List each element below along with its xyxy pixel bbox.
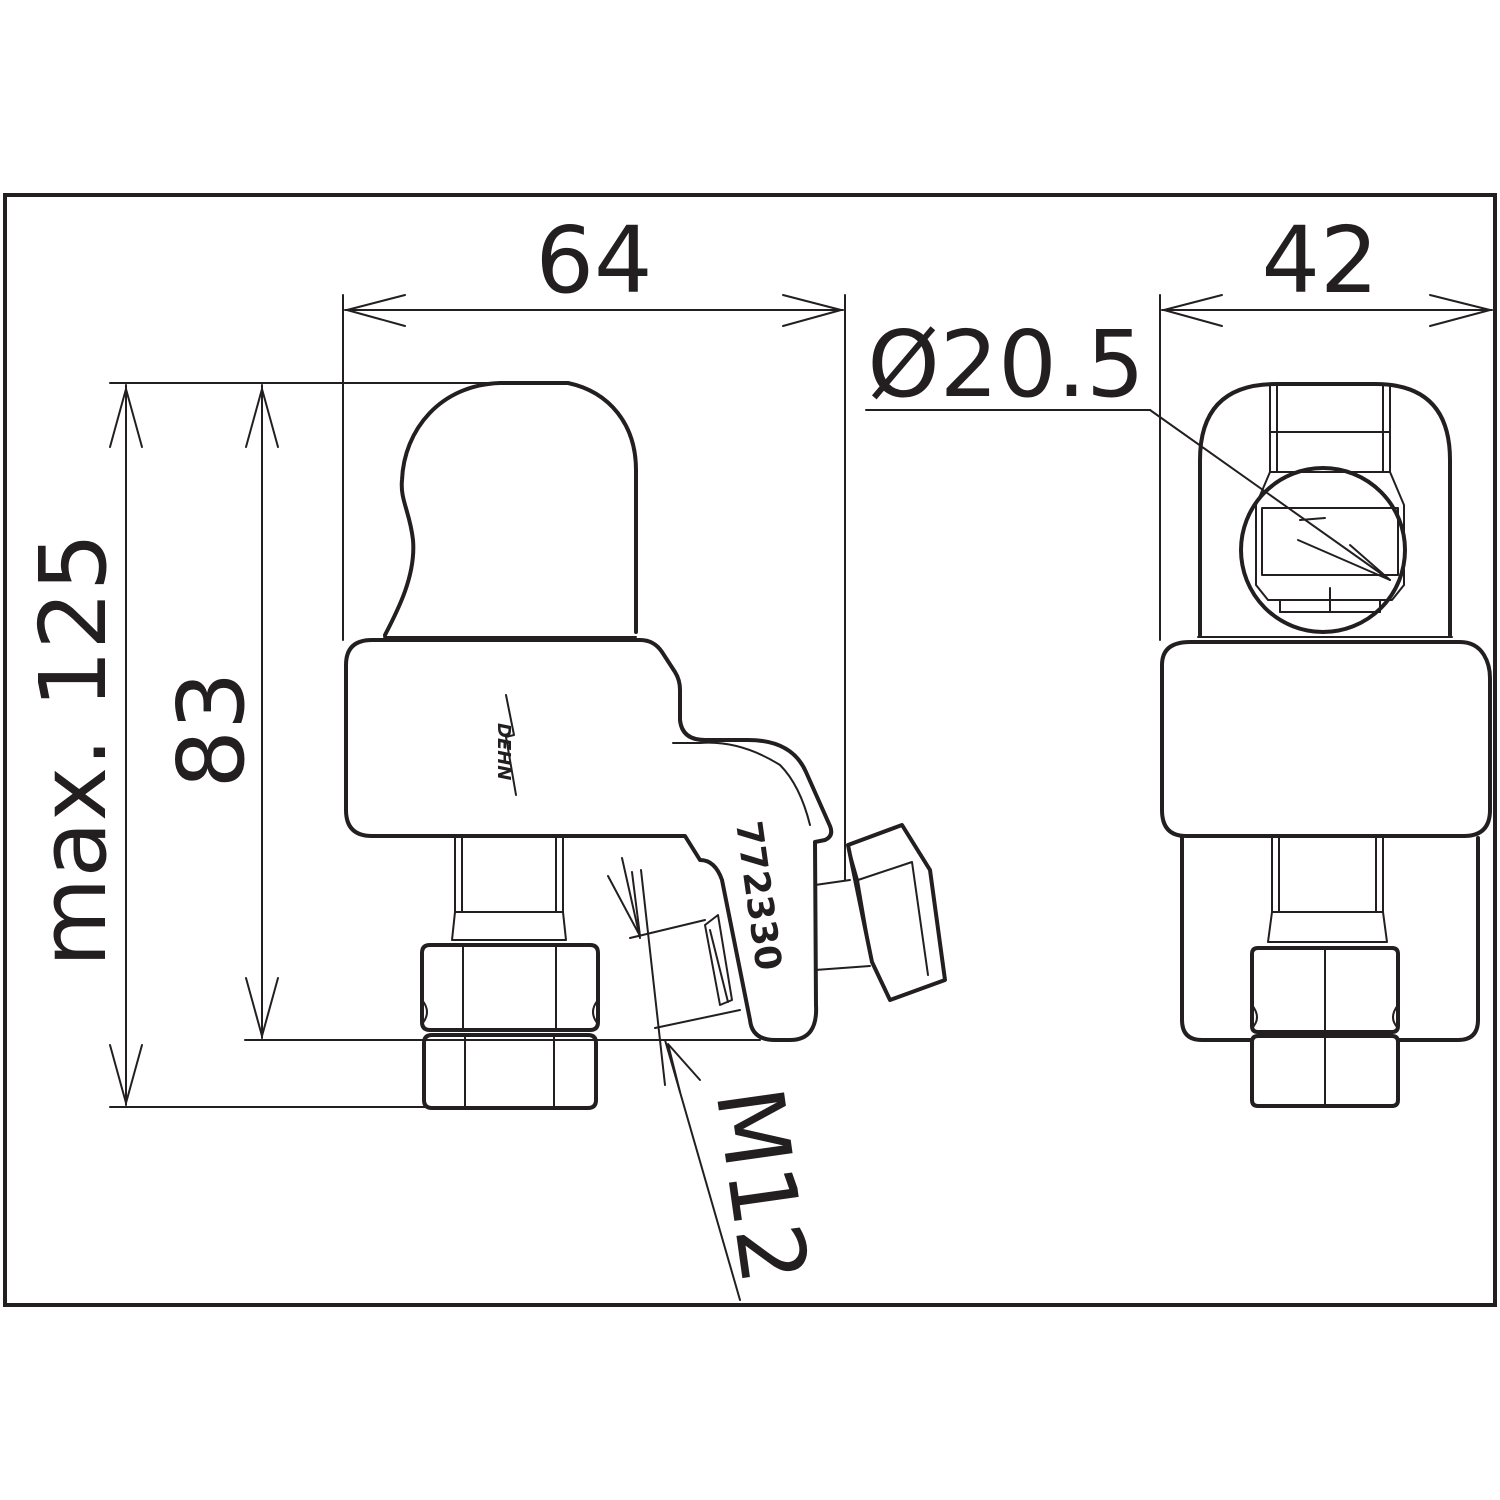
front-clamp-block [1160, 640, 1492, 838]
lower-bolt [451, 836, 567, 941]
front-hex-nuts [1250, 946, 1400, 1108]
clamp-block [344, 638, 834, 1042]
dim-height: 83 [158, 671, 265, 788]
dome-cap [383, 381, 638, 637]
dehn-logo: DEHN [493, 694, 517, 796]
cap-square-nut [1255, 385, 1405, 613]
dim-width-side: 64 [535, 207, 652, 314]
front-bolt [1267, 836, 1388, 943]
front-view [1160, 382, 1492, 1108]
logo-text: DEHN [493, 723, 514, 780]
dim-height-max: max. 125 [20, 533, 127, 968]
dim-diameter: Ø20.5 [867, 311, 1144, 418]
front-cap [1198, 382, 1452, 637]
dimension-lines [109, 294, 1493, 1301]
dim-thread: M12 [695, 1081, 828, 1290]
dim-width-front: 42 [1261, 207, 1378, 314]
lower-hex-nuts [420, 943, 600, 1110]
side-view: DEHN 772330 [344, 381, 947, 1110]
drawing-frame [3, 193, 1497, 1307]
conductor-circle [1239, 466, 1407, 634]
clamp-arm-edge [672, 741, 811, 826]
side-bolt [704, 823, 947, 1006]
front-lower-bracket [1180, 836, 1252, 1042]
